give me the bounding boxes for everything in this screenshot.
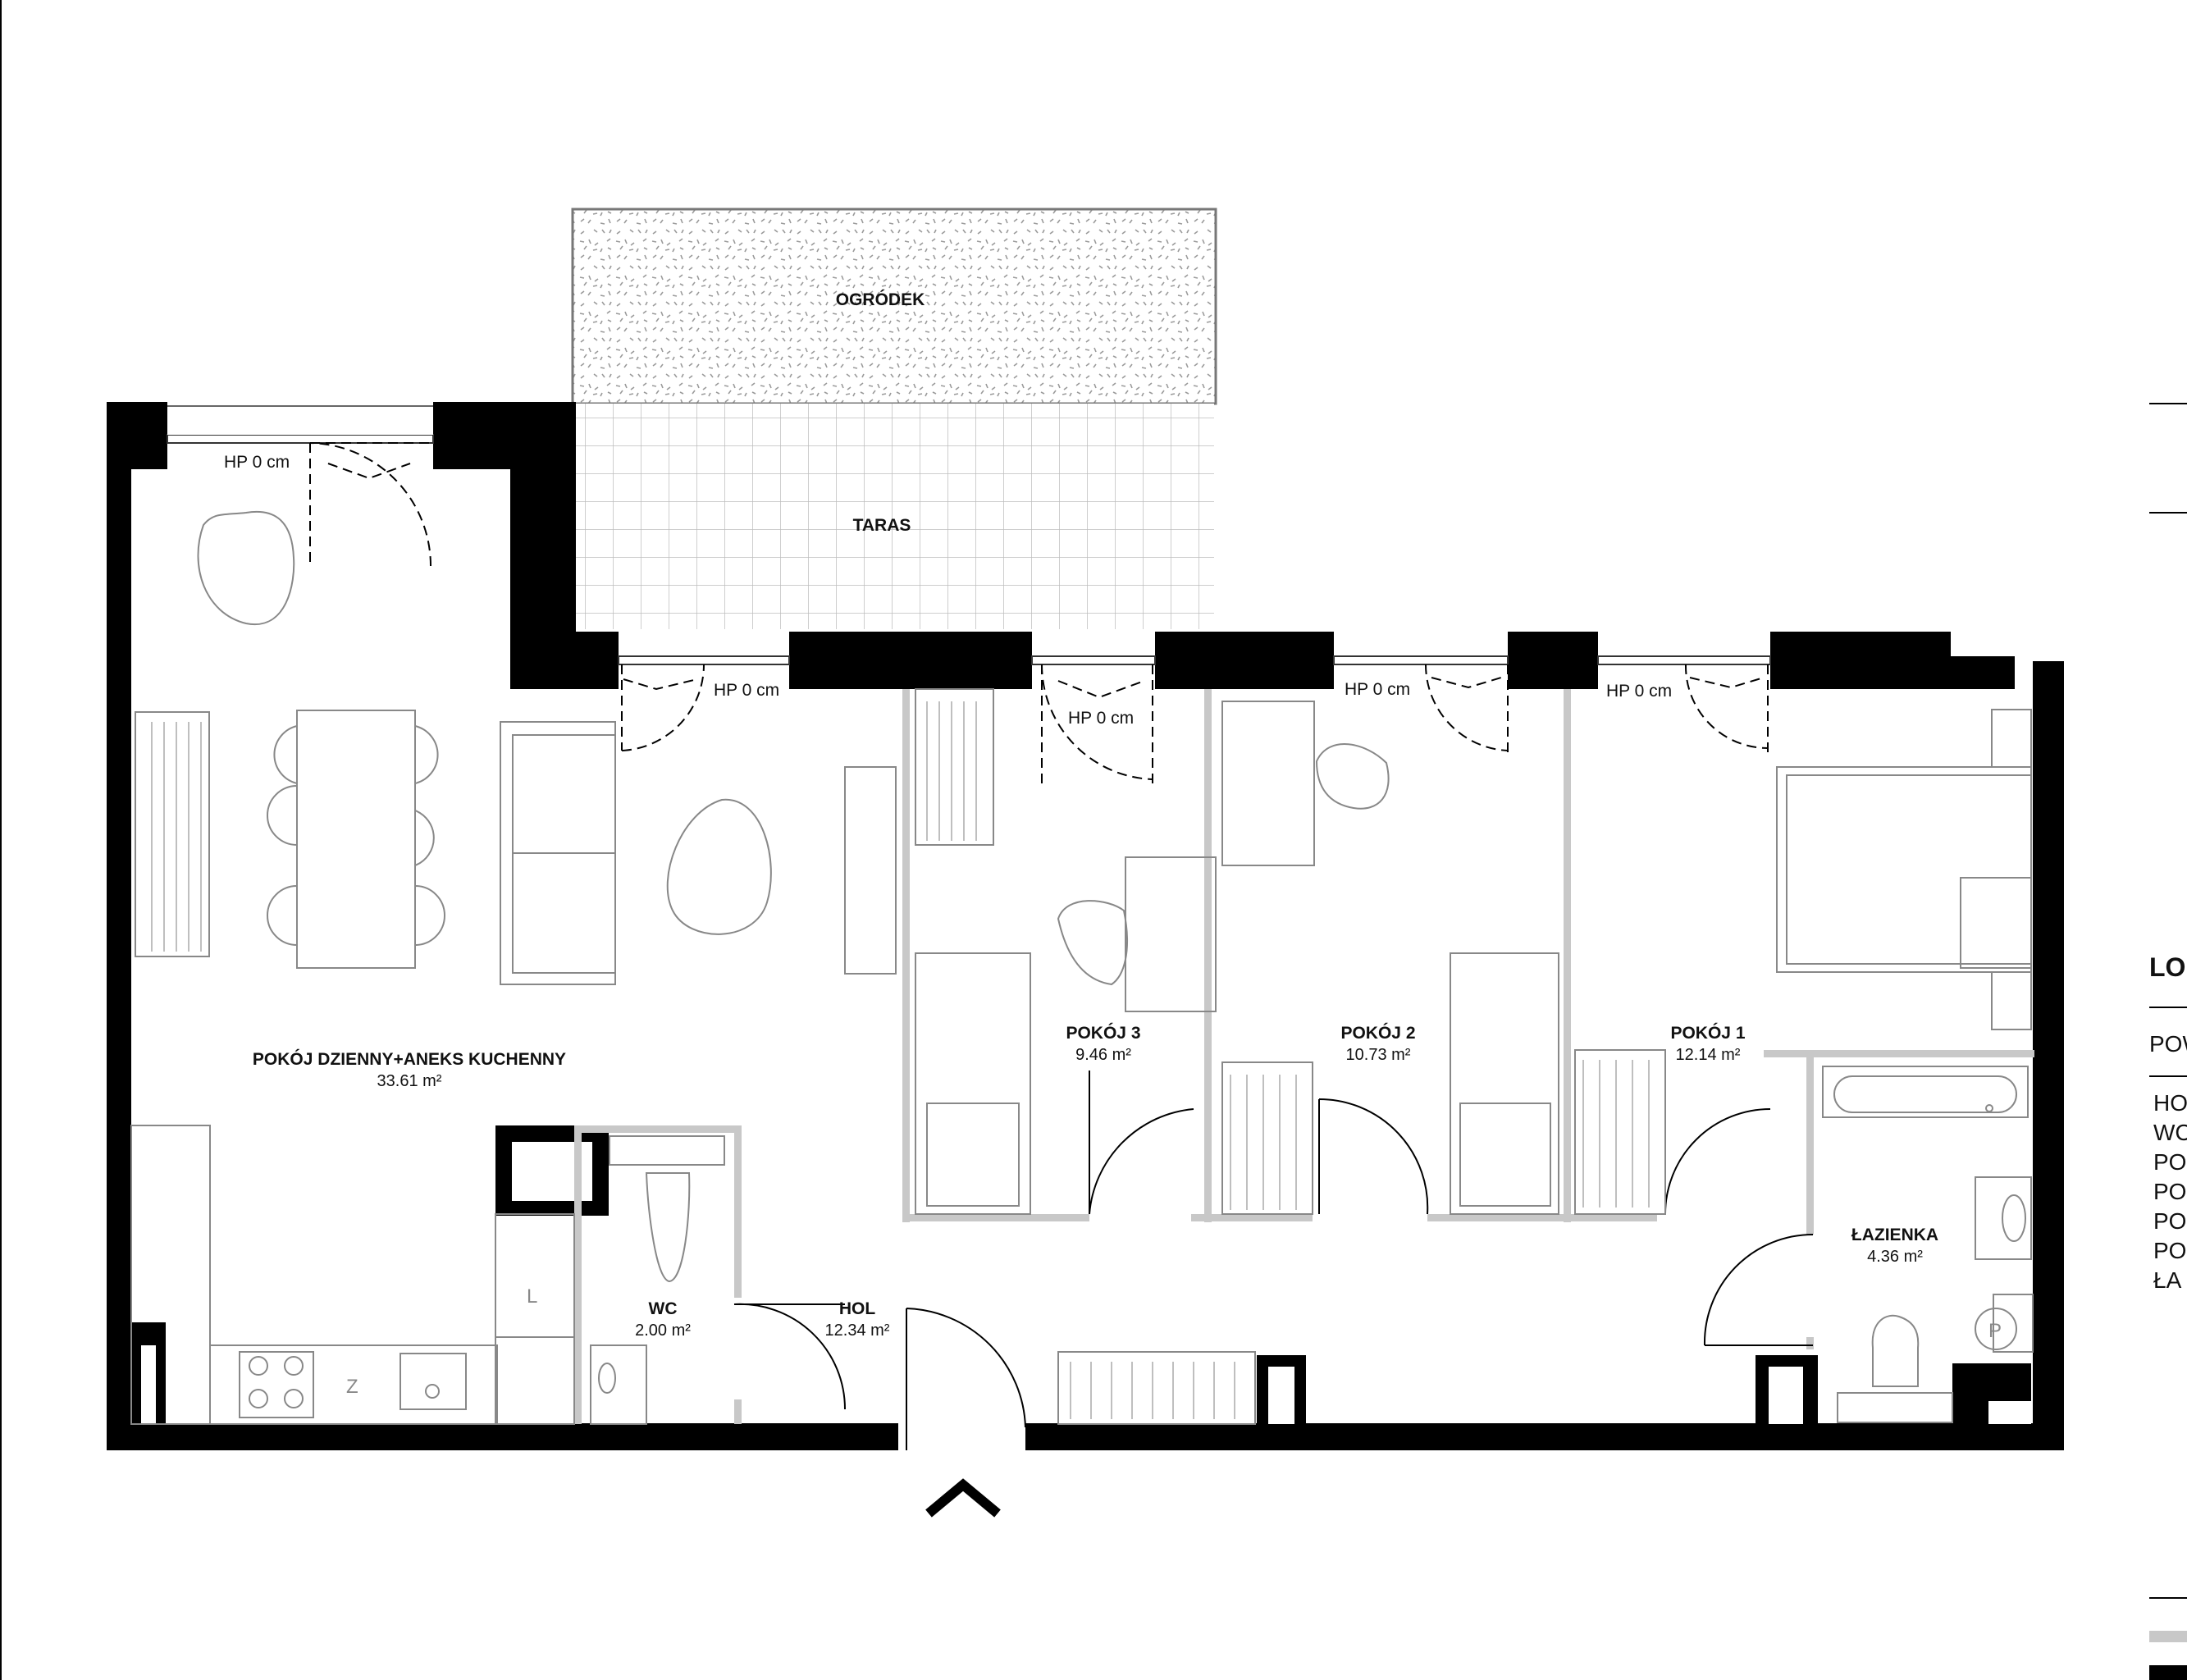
room2-label: POKÓJ 2 xyxy=(1340,1023,1415,1043)
wc-area: 2.00 m² xyxy=(635,1322,691,1340)
room3-area: 9.46 m² xyxy=(1075,1046,1131,1064)
legend-swatch-wall xyxy=(2149,1665,2187,1680)
living-room-area: 33.61 m² xyxy=(377,1072,442,1090)
terrace-label: TARAS xyxy=(853,516,911,535)
furniture xyxy=(130,510,2034,1425)
wardrobe-hangers xyxy=(151,701,1650,1419)
room2-area: 10.73 m² xyxy=(1346,1046,1411,1064)
legend-row: HO xyxy=(2153,1090,2187,1116)
hall-area: 12.34 m² xyxy=(825,1322,890,1340)
washer-letter: P xyxy=(1988,1320,2002,1342)
legend-row: PO xyxy=(2153,1149,2186,1175)
room1-area: 12.14 m² xyxy=(1676,1046,1741,1064)
legend-row: PO xyxy=(2153,1179,2186,1204)
threshold-label-room2: HP 0 cm xyxy=(1345,680,1410,699)
fridge-letter: L xyxy=(527,1285,537,1308)
bathroom-area: 4.36 m² xyxy=(1867,1248,1923,1266)
freezer-letter: Z xyxy=(346,1376,358,1398)
room3-label: POKÓJ 3 xyxy=(1066,1023,1140,1043)
entrance-arrow-icon xyxy=(925,1478,1001,1518)
legend-title: LO xyxy=(2149,952,2185,982)
terrace-door-swings xyxy=(309,442,1769,788)
threshold-label-living: HP 0 cm xyxy=(224,453,290,472)
legend-row: PO xyxy=(2153,1238,2186,1263)
windows xyxy=(167,434,1771,665)
room1-label: POKÓJ 1 xyxy=(1670,1023,1745,1043)
wall-openings xyxy=(141,1142,2031,1424)
threshold-label-room3: HP 0 cm xyxy=(1068,709,1134,728)
terrace-area xyxy=(576,404,1214,629)
bathroom-label: ŁAZIENKA xyxy=(1851,1226,1938,1244)
threshold-label-room1: HP 0 cm xyxy=(1606,682,1672,701)
hall-label: HOL xyxy=(839,1299,876,1318)
legend-row: PO xyxy=(2153,1208,2186,1234)
garden-label: OGRÓDEK xyxy=(836,290,925,309)
legend-row: WC xyxy=(2153,1120,2187,1145)
wc-label: WC xyxy=(649,1299,678,1318)
legend-header: POW xyxy=(2149,1031,2187,1057)
living-room-label: POKÓJ DZIENNY+ANEKS KUCHENNY xyxy=(253,1049,566,1069)
interior-partitions xyxy=(574,689,2034,1424)
legend-panel: LO POW HO WC PO PO PO PO ŁA xyxy=(2149,403,2187,1680)
threshold-label-terrace: HP 0 cm xyxy=(714,681,779,700)
legend-row: ŁA xyxy=(2153,1267,2182,1293)
legend-swatch-partition xyxy=(2149,1631,2187,1642)
